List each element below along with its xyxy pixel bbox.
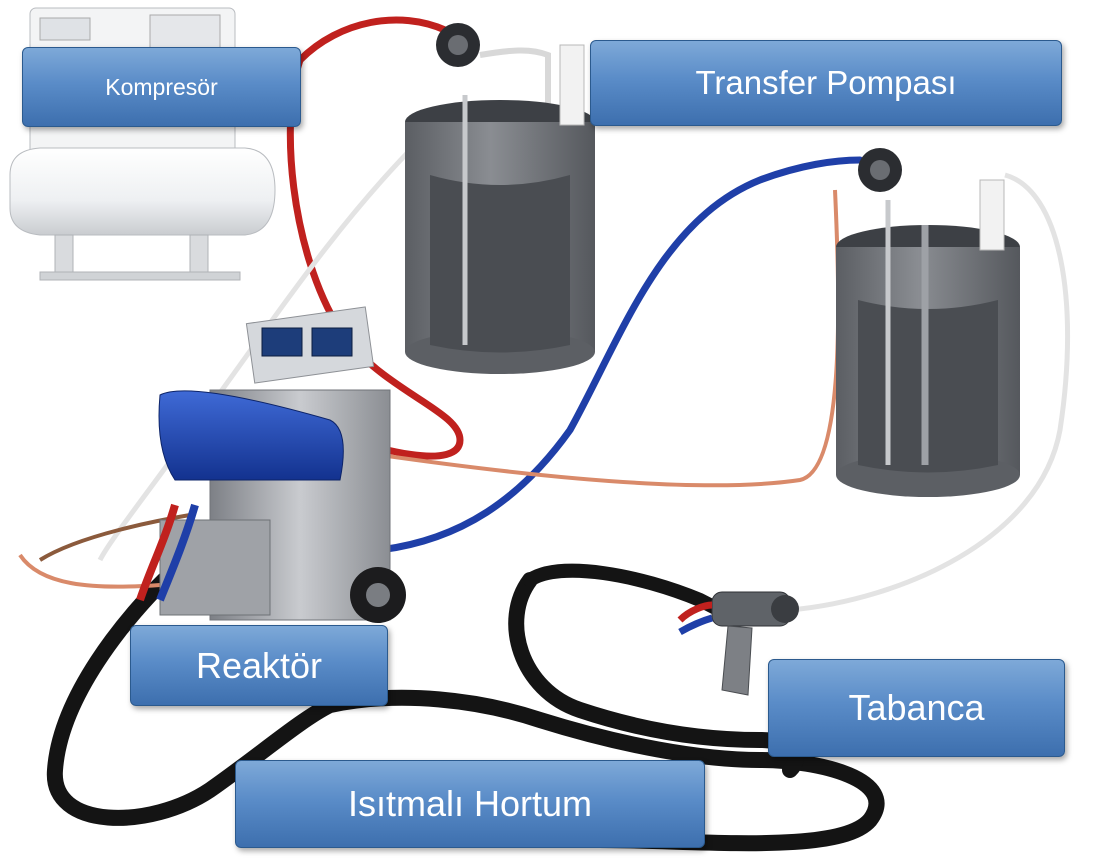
spray-gun-illustration xyxy=(677,591,799,696)
compressor-label: Kompresör xyxy=(22,47,301,127)
transfer-pump-label: Transfer Pompası xyxy=(590,40,1062,126)
pump-icon xyxy=(858,148,902,192)
reactor-label: Reaktör xyxy=(130,625,388,706)
heated-hose-label: Isıtmalı Hortum xyxy=(235,760,705,848)
reactor-illustration xyxy=(136,306,406,623)
transfer-drum-right xyxy=(836,148,1020,497)
gun-label: Tabanca xyxy=(768,659,1065,757)
pump-icon xyxy=(436,23,480,67)
transfer-drum-left xyxy=(405,23,595,374)
